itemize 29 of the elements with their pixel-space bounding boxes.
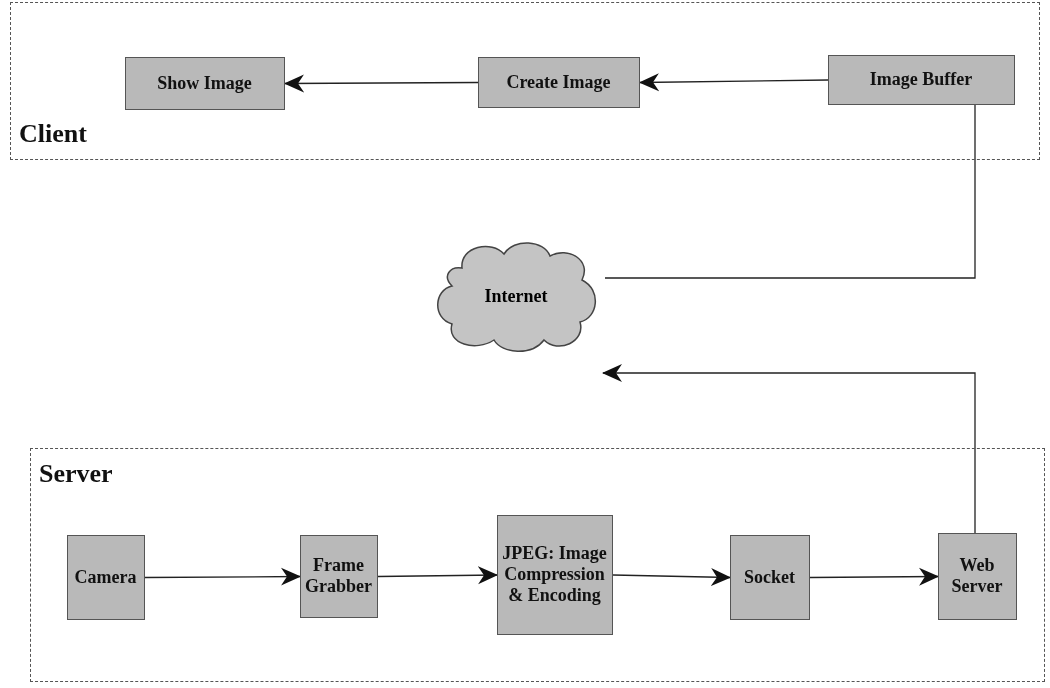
- node-label: Frame Grabber: [304, 555, 373, 597]
- arrow: [809, 567, 939, 586]
- node-label: Socket: [744, 566, 795, 588]
- process-box: [827, 54, 1015, 105]
- node-label: Internet: [484, 285, 548, 307]
- process-box: [496, 514, 613, 635]
- group-frame: [30, 448, 1045, 682]
- arrow: [612, 568, 731, 587]
- arrow: [602, 364, 976, 534]
- node-label: Image Buffer: [869, 69, 973, 90]
- node-label: Camera: [74, 566, 137, 588]
- process-box: [124, 56, 285, 110]
- process-box: [729, 534, 810, 620]
- connector-line: [604, 104, 976, 279]
- arrow: [639, 73, 829, 92]
- arrow: [144, 567, 301, 586]
- node-label: Web Server: [950, 555, 1004, 597]
- node-label: Create Image: [506, 71, 611, 93]
- arrow: [284, 74, 479, 93]
- process-box: [299, 534, 378, 618]
- process-box: [937, 532, 1017, 620]
- group-heading: Client: [19, 119, 87, 149]
- group-frame: [10, 2, 1040, 160]
- arrow: [377, 566, 498, 585]
- group-heading: Server: [39, 459, 113, 489]
- node-label: Show Image: [157, 72, 252, 94]
- process-box: [66, 534, 145, 620]
- process-box: [477, 56, 640, 108]
- node-label: JPEG: Image Compression & Encoding: [501, 543, 608, 606]
